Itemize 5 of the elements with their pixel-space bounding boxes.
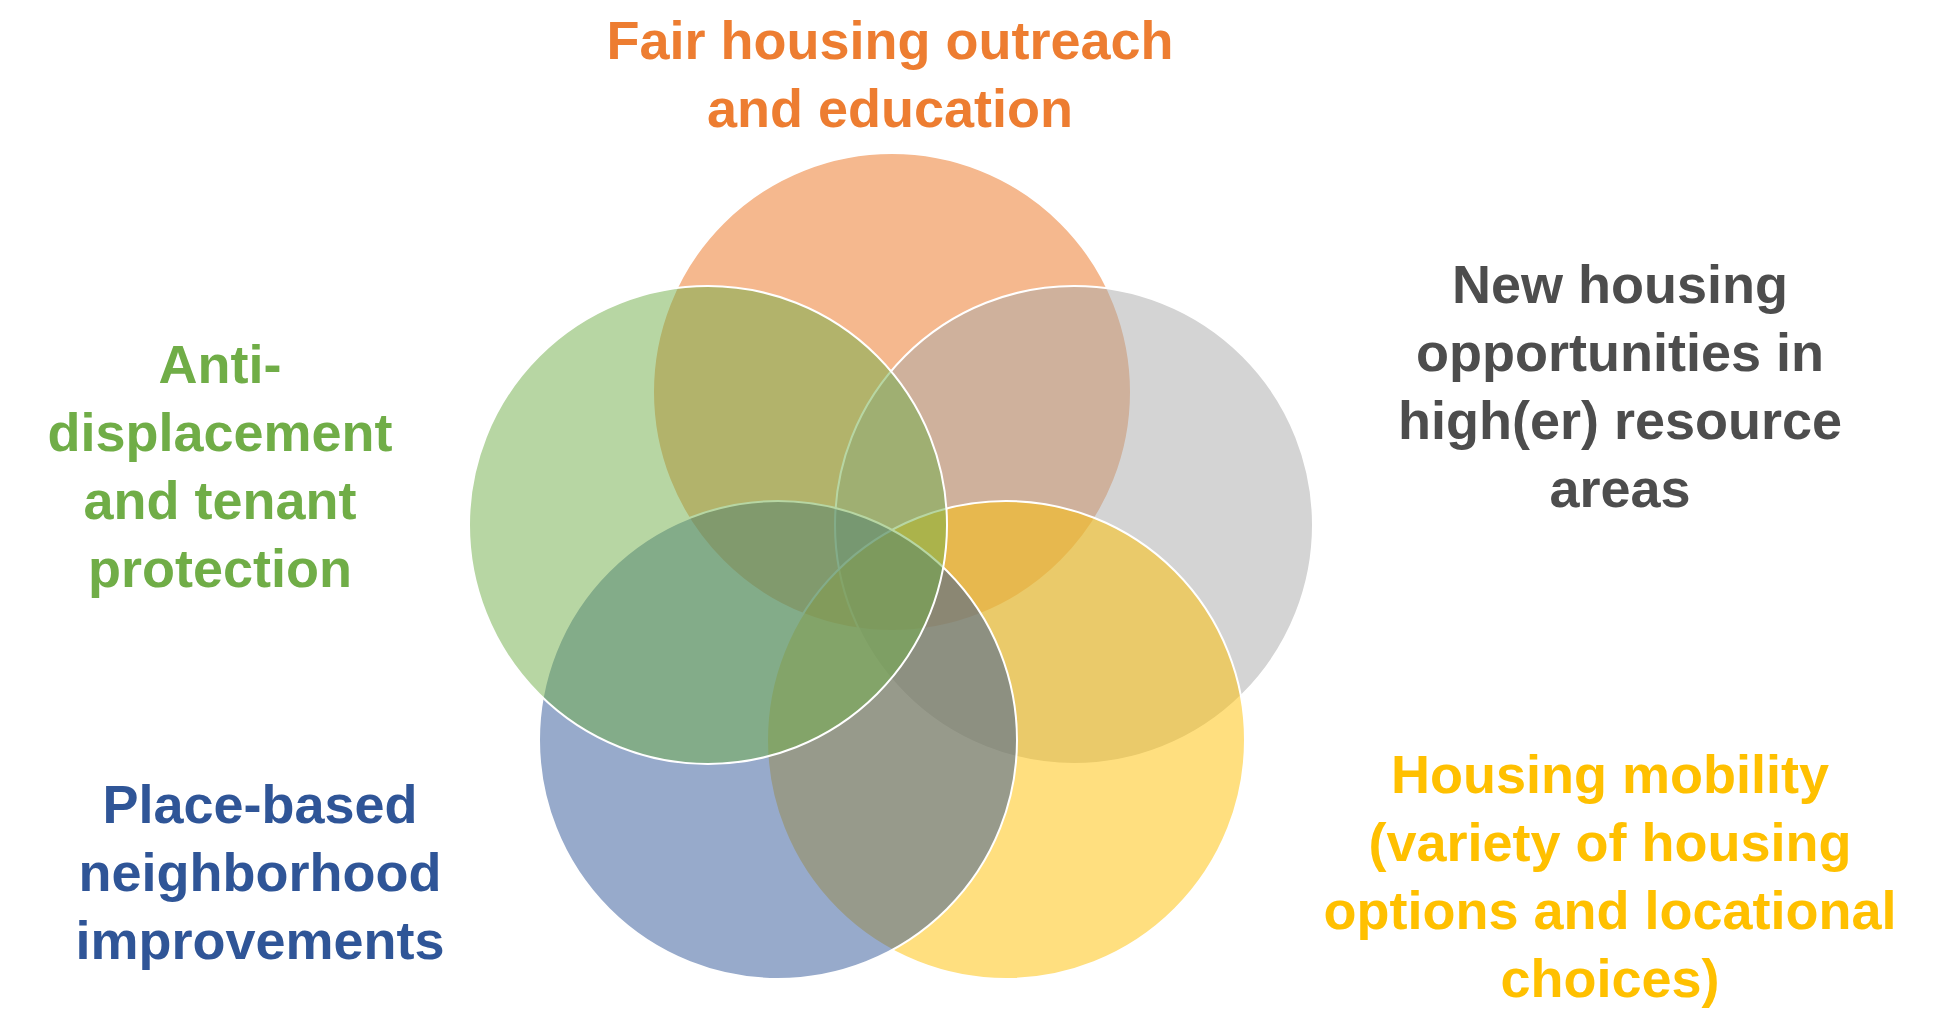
- category-label: Place-based neighborhood improvements: [74, 773, 446, 972]
- category-label: Fair housing outreach and education: [605, 9, 1175, 140]
- category-label: New housing opportunities in high(er) resource areas: [1396, 253, 1844, 520]
- category-label: Housing mobility (variety of housing options and locational choices): [1322, 743, 1898, 1010]
- category-label: Anti-displacement and tenant protection: [46, 333, 394, 600]
